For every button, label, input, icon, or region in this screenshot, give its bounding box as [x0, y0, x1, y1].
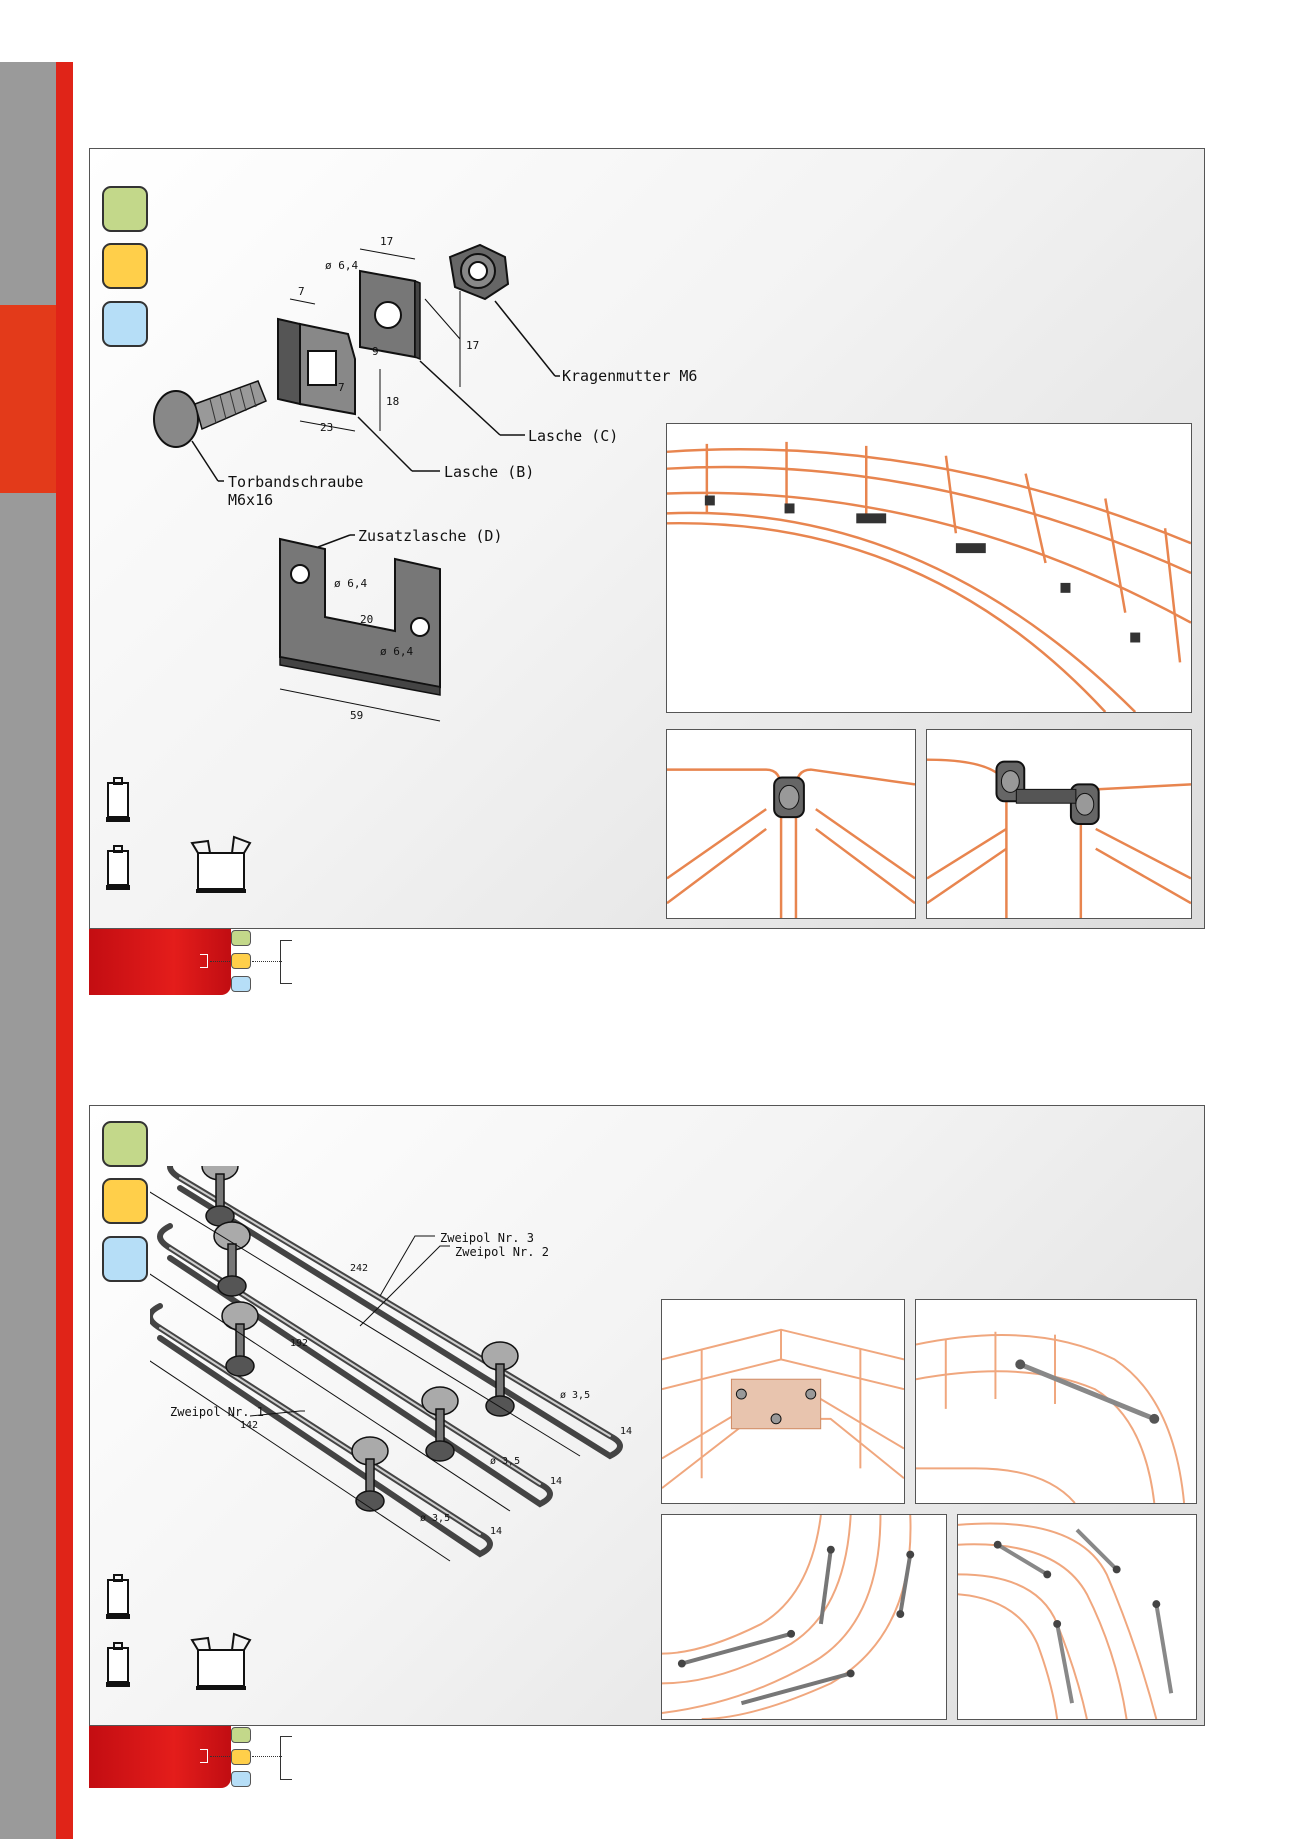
color-swatch-green: [102, 186, 148, 232]
dim-dia-2: ø 3,5: [490, 1456, 520, 1467]
dim-4: 9: [372, 345, 379, 358]
dim-7: 23: [320, 421, 333, 434]
dim-12: 59: [350, 709, 363, 722]
product-panel-zweipol: Zweipol Nr. 3 Zweipol Nr. 2 Zweipol Nr. …: [89, 1105, 1205, 1726]
dim-1: 17: [380, 235, 393, 248]
label-collar-nut: Kragenmutter M6: [562, 367, 697, 385]
label-zweipol-2: Zweipol Nr. 2: [455, 1245, 549, 1259]
bag-icon: [106, 1574, 130, 1619]
footer-dotted-line: [210, 961, 236, 962]
mini-swatch-green: [231, 1727, 251, 1743]
dim-5: 17: [466, 339, 479, 352]
carton-box-icon: [190, 1632, 252, 1690]
photo-tab-detail-1: [666, 729, 916, 919]
collar-nut-drawing: [448, 243, 560, 377]
label-tab-b: Lasche (B): [444, 463, 534, 481]
label-extra-tab: Zusatzlasche (D): [358, 527, 503, 545]
dim-8: 7: [338, 381, 345, 394]
color-swatch-yellow: [102, 243, 148, 289]
color-swatch-green: [102, 1121, 148, 1167]
dim-2: ø 6,4: [325, 259, 358, 272]
product-panel-connector-tabs: Kragenmutter M6 Lasche (C) Lasche (B) To…: [89, 148, 1205, 929]
dim-14-2: 14: [550, 1476, 562, 1487]
label-bolt-2: M6x16: [228, 491, 273, 509]
photo-zweipol-straight: [661, 1299, 905, 1504]
dim-14-1: 14: [490, 1526, 502, 1537]
dim-dia-1: ø 3,5: [420, 1513, 450, 1524]
label-zweipol-1: Zweipol Nr. 1: [170, 1405, 264, 1419]
technical-drawing-tabs: Kragenmutter M6 Lasche (C) Lasche (B) To…: [153, 235, 697, 722]
carton-box-icon: [190, 835, 252, 893]
bag-icon: [106, 845, 130, 890]
dim-length-192: 192: [290, 1338, 308, 1349]
label-bolt-1: Torbandschraube: [228, 473, 363, 491]
footer-bracket: [280, 1736, 292, 1780]
color-swatch-blue: [102, 301, 148, 347]
footer-red-tab: [89, 1726, 231, 1788]
photo-tray-curve-assembly: [666, 423, 1192, 713]
footer-bracket: [280, 940, 292, 984]
mini-swatch-yellow: [231, 953, 251, 969]
dim-length-142: 142: [240, 1420, 258, 1431]
color-swatch-yellow: [102, 1178, 148, 1224]
mini-swatch-blue: [231, 1771, 251, 1787]
bolt-drawing: [153, 380, 267, 482]
color-swatch-blue: [102, 1236, 148, 1282]
footer-dotted-line: [252, 1756, 282, 1757]
tab-b-drawing: [277, 298, 440, 472]
side-red-tab: [0, 305, 56, 493]
footer-dotted-line: [210, 1756, 236, 1757]
mini-swatch-green: [231, 930, 251, 946]
photo-zweipol-corner: [915, 1299, 1197, 1504]
side-red-strip: [56, 62, 73, 1839]
footer-tick: [200, 954, 208, 968]
dim-11: ø 6,4: [380, 645, 413, 658]
mini-swatch-yellow: [231, 1749, 251, 1765]
dim-6: 18: [386, 395, 399, 408]
photo-zweipol-bend-1: [661, 1514, 947, 1720]
mini-swatch-blue: [231, 976, 251, 992]
dim-10: 20: [360, 613, 373, 626]
dim-3: 7: [298, 285, 305, 298]
technical-drawing-zweipol: Zweipol Nr. 3 Zweipol Nr. 2 Zweipol Nr. …: [150, 1166, 632, 1562]
dim-dia-3: ø 3,5: [560, 1390, 590, 1401]
footer-tick: [200, 1749, 208, 1763]
photo-zweipol-bend-2: [957, 1514, 1197, 1720]
photo-tab-detail-2: [926, 729, 1192, 919]
dim-length-242: 242: [350, 1263, 368, 1274]
footer-red-tab: [89, 929, 231, 995]
footer-dotted-line: [252, 961, 282, 962]
label-tab-c: Lasche (C): [528, 427, 618, 445]
label-zweipol-3: Zweipol Nr. 3: [440, 1231, 534, 1245]
extra-tab-d-drawing: [279, 534, 441, 722]
dim-14-3: 14: [620, 1426, 632, 1437]
dim-9: ø 6,4: [334, 577, 367, 590]
tab-c-drawing: [359, 248, 525, 436]
bag-icon: [106, 777, 130, 822]
bag-icon: [106, 1642, 130, 1687]
